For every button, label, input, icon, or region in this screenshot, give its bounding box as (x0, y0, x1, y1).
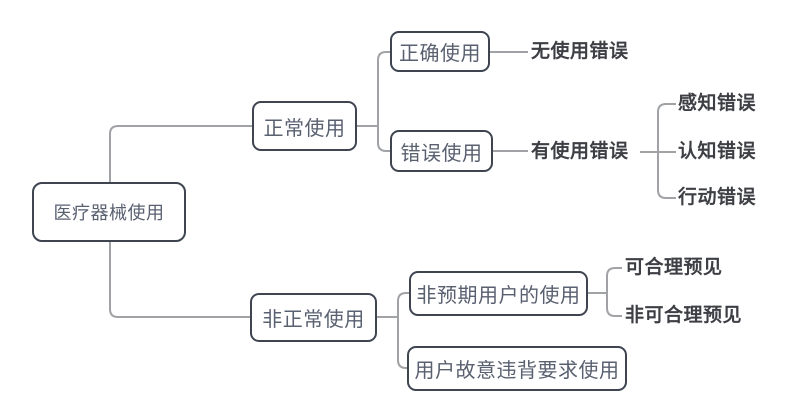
connector-normal-to-correct-use (377, 51, 390, 126)
connector-to-foreseeable (606, 267, 622, 293)
connector-to-not-foreseeable (606, 293, 622, 317)
connector-abnormal-to-unintended-user (397, 292, 409, 317)
connector-abnormal-to-intentional (397, 317, 407, 369)
node-reasonably-foreseeable[interactable]: 可合理预见 (625, 257, 723, 278)
node-unintended-user-use[interactable]: 非预期用户的使用 (409, 271, 588, 316)
connector-normal-to-wrong-use (377, 126, 390, 152)
node-action-error[interactable]: 行动错误 (678, 187, 757, 208)
node-has-use-error[interactable]: 有使用错误 (531, 141, 629, 162)
node-normal-use[interactable]: 正常使用 (252, 101, 357, 151)
node-abnormal-use[interactable]: 非正常使用 (250, 293, 377, 342)
node-perception-error[interactable]: 感知错误 (678, 93, 757, 114)
node-correct-use[interactable]: 正确使用 (390, 31, 490, 72)
node-not-reasonably-foreseeable[interactable]: 非可合理预见 (625, 305, 743, 326)
node-cognition-error[interactable]: 认知错误 (678, 141, 757, 162)
node-medical-device-use[interactable]: 医疗器械使用 (32, 182, 186, 242)
connector-has-error-to-action (657, 152, 676, 199)
node-intentional-violation-use[interactable]: 用户故意违背要求使用 (407, 346, 627, 391)
connector-has-error-to-perception (657, 103, 676, 152)
connector-root-abnormal-use (109, 242, 250, 318)
connector-root-normal-use (109, 125, 252, 182)
node-wrong-use[interactable]: 错误使用 (390, 130, 493, 172)
node-no-use-error[interactable]: 无使用错误 (531, 41, 629, 62)
